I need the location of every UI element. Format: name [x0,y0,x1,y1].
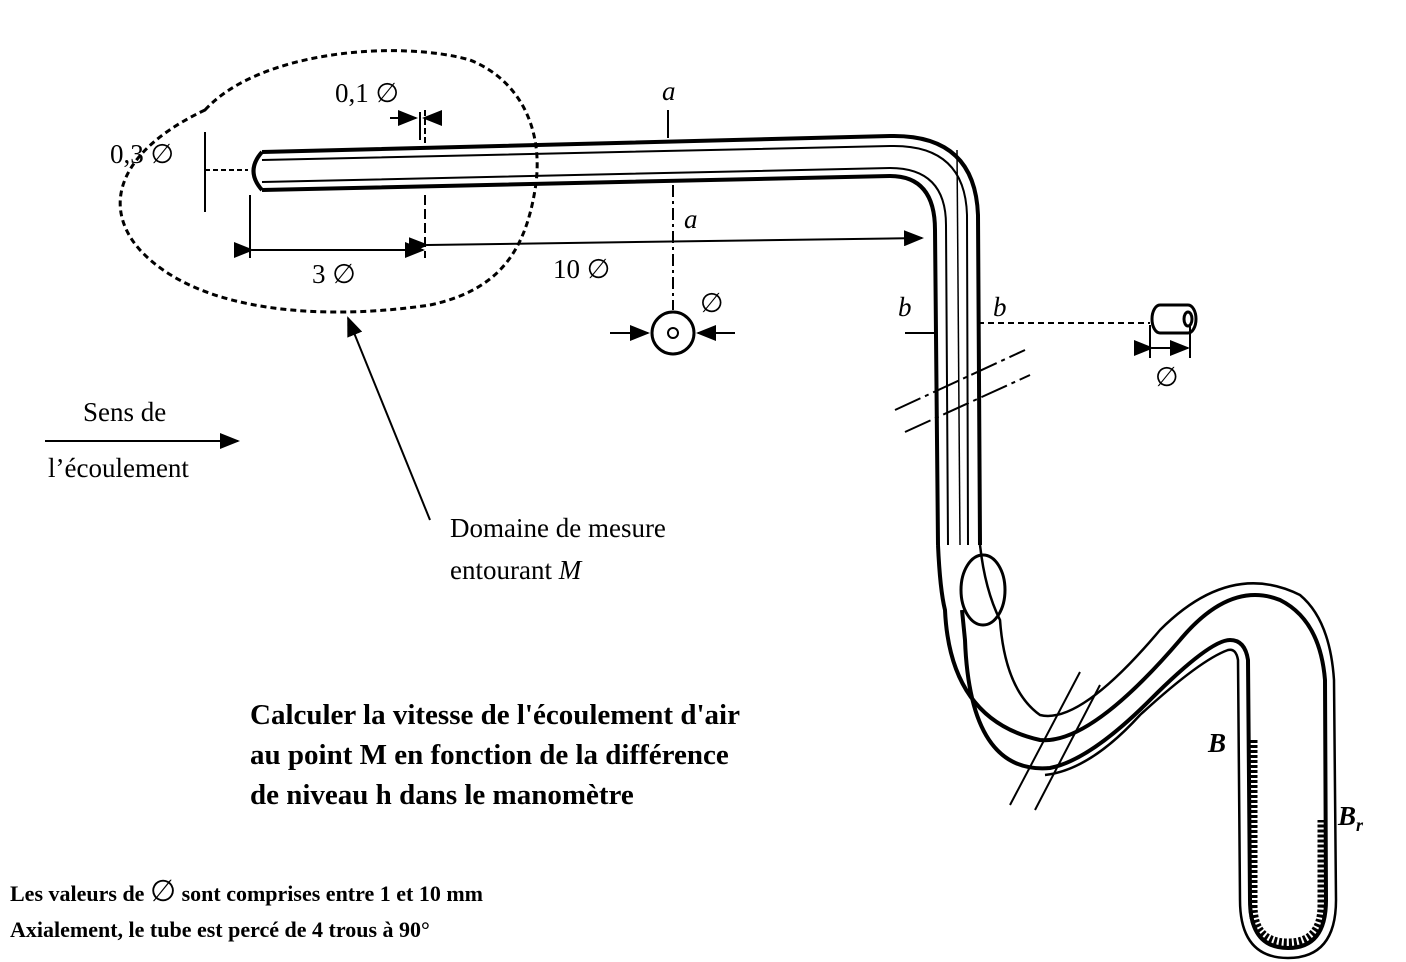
flow-direction-line2: l’écoulement [48,453,189,483]
section-b-diameter-label: ∅ [1155,362,1179,392]
bend-distance-label: 10 ∅ [553,254,610,284]
note-line-2: Axialement, le tube est percé de 4 trous… [10,917,430,942]
question-line: Calculer la vitesse de l'écoulement d'ai… [250,699,740,731]
section-a-diameter-label: ∅ [700,288,724,318]
hole-diameter-label: 0,1 ∅ [335,78,399,108]
manometer-level-b: B [1207,728,1226,758]
question-line: au point M en fonction de la différence [250,739,729,771]
note-line-1: Les valeurs de ∅ sont comprises entre 1 … [10,875,483,908]
tip-diameter-label: 0,3 ∅ [110,139,174,169]
measurement-domain-line1: Domaine de mesure [450,513,666,543]
measurement-domain-line2: entourant M [450,555,583,585]
notes: Les valeurs de ∅ sont comprises entre 1 … [10,875,483,942]
question-line: de niveau h dans le manomètre [250,779,634,811]
cross-section-b [1150,303,1198,335]
pitot-tube [251,133,982,546]
manometer-level-br: Br [1337,801,1364,835]
measurement-domain-outline [118,49,539,314]
section-a-bottom-label: a [684,204,698,234]
section-b-left-label: b [898,292,912,322]
question-text: Calculer la vitesse de l'écoulement d'ai… [250,699,740,811]
cross-section-a [650,310,696,356]
section-b-right-label: b [993,292,1007,322]
section-a-top-label: a [662,76,676,106]
manometer [936,544,1338,960]
hole-distance-label: 3 ∅ [312,259,356,289]
flow-direction-line1: Sens de [83,397,166,427]
break-marks [894,349,1101,811]
dimension-lines [45,110,1191,521]
